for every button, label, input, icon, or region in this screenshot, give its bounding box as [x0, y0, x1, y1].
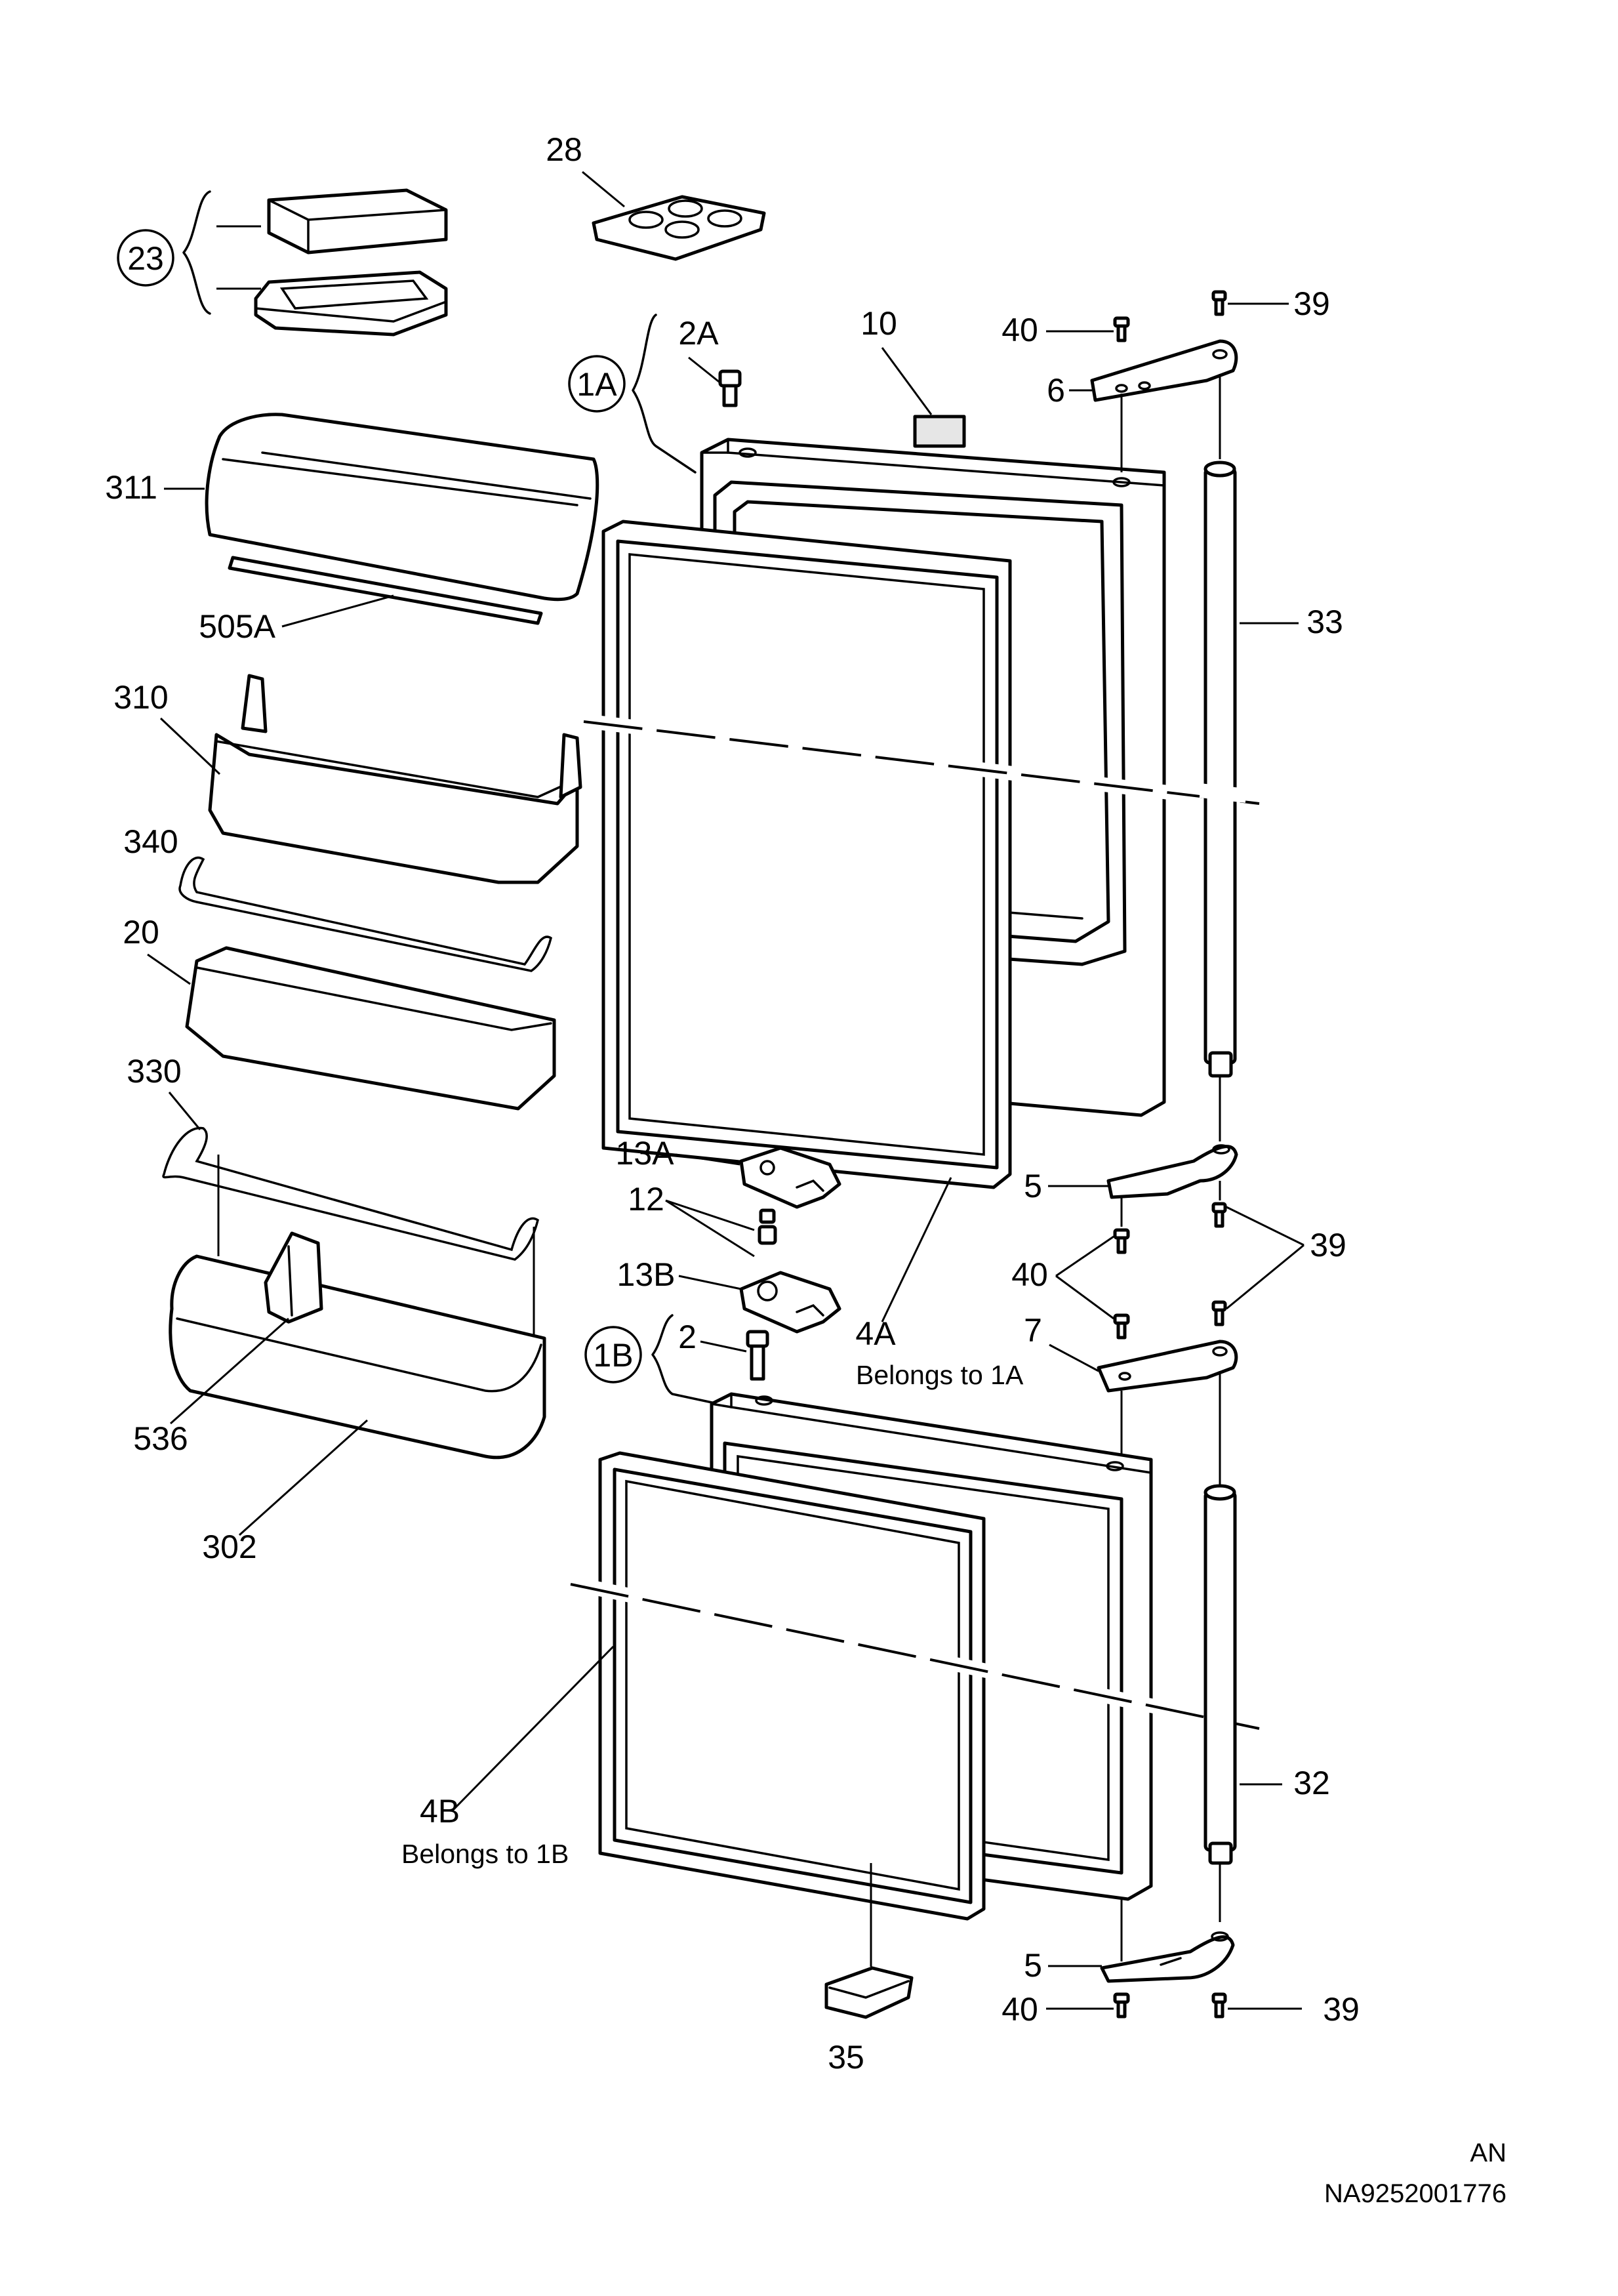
label-536: 536	[133, 1420, 188, 1457]
part-302-bottle-shelf	[169, 1254, 546, 1460]
label-505A: 505A	[199, 608, 275, 645]
part-310-door-shelf	[208, 674, 582, 884]
label-2: 2	[678, 1319, 697, 1355]
part-6-top-hinge	[1090, 339, 1238, 402]
part-39-screw-bottom	[1211, 1992, 1227, 2019]
part-13B-hinge-bracket	[739, 1271, 841, 1334]
label-39-mid: 39	[1310, 1227, 1346, 1263]
brace-1B	[651, 1314, 719, 1405]
label-6: 6	[1047, 372, 1065, 409]
brace-23	[182, 190, 211, 315]
part-2-screw	[746, 1330, 769, 1381]
callout-circle-23	[117, 229, 174, 287]
label-32: 32	[1293, 1765, 1330, 1801]
label-40-mid: 40	[1011, 1256, 1048, 1293]
part-7-middle-hinge	[1097, 1340, 1238, 1393]
part-330-wire-rail	[162, 1126, 539, 1261]
part-40-screw-top	[1113, 316, 1130, 342]
part-28-egg-tray	[592, 195, 766, 261]
part-12-bushing	[758, 1208, 777, 1245]
part-40-screw-bottom	[1113, 1992, 1130, 2019]
label-340: 340	[123, 823, 178, 860]
brace-1A	[632, 314, 697, 474]
part-340-wire-rail	[178, 856, 552, 972]
label-4B: 4B	[420, 1793, 460, 1830]
part-536-divider	[264, 1231, 323, 1324]
part-39-screw-mid-a	[1211, 1202, 1227, 1228]
label-20: 20	[123, 914, 159, 951]
part-5-mid-hinge	[1106, 1144, 1238, 1199]
footer-code-2: NA9252001776	[1324, 2179, 1507, 2208]
label-1A: 1A	[576, 366, 617, 403]
label-310: 310	[113, 679, 168, 716]
part-40-screw-mid-b	[1113, 1313, 1130, 1340]
label-311: 311	[105, 469, 157, 506]
part-311-dairy-flap	[205, 413, 599, 602]
label-12: 12	[628, 1181, 664, 1218]
part-35-cover-cap	[824, 1966, 914, 2019]
part-4B-lower-gasket	[598, 1451, 986, 1921]
part-2A-screw	[718, 369, 742, 407]
part-5-bottom-hinge	[1100, 1931, 1235, 1983]
part-40-screw-mid-a	[1113, 1228, 1130, 1254]
break-line-upper	[583, 720, 1260, 805]
footer-code-1: AN	[1470, 2139, 1507, 2167]
part-32-lower-cover	[1203, 1484, 1237, 1865]
label-39-top: 39	[1293, 285, 1330, 322]
part-505A-strip	[228, 556, 543, 625]
label-13A: 13A	[616, 1135, 675, 1172]
label-28: 28	[546, 131, 582, 168]
label-5-bot: 5	[1024, 1947, 1042, 1984]
part-39-screw-mid-b	[1211, 1300, 1227, 1326]
label-35: 35	[828, 2039, 864, 2076]
part-4A-upper-gasket	[601, 520, 1012, 1189]
callout-circle-1A	[568, 355, 626, 413]
label-40-bot: 40	[1001, 1991, 1038, 2028]
label-330: 330	[127, 1053, 181, 1090]
label-7: 7	[1024, 1312, 1042, 1349]
break-line-lower	[570, 1583, 1260, 1730]
part-33-upper-cover	[1203, 461, 1237, 1078]
label-33: 33	[1306, 604, 1343, 640]
part-39-screw-top	[1211, 290, 1227, 316]
label-4A: 4A	[855, 1315, 896, 1352]
label-4B-note: Belongs to 1B	[401, 1839, 569, 1869]
label-302: 302	[202, 1528, 256, 1565]
part-10-label-plate	[913, 415, 966, 448]
part-13A-hinge-bracket	[739, 1146, 841, 1209]
label-23: 23	[127, 240, 164, 277]
part-23-butter-compartment	[254, 188, 448, 337]
label-39-bot: 39	[1323, 1991, 1360, 2028]
part-20-door-shelf	[185, 946, 556, 1111]
label-2A: 2A	[678, 315, 719, 352]
callout-circle-1B	[584, 1326, 642, 1384]
label-40-top: 40	[1001, 312, 1038, 348]
label-4A-note: Belongs to 1A	[856, 1360, 1024, 1390]
label-1B: 1B	[593, 1337, 633, 1374]
label-5-mid: 5	[1024, 1168, 1042, 1204]
label-10: 10	[860, 305, 897, 342]
label-13B: 13B	[617, 1256, 676, 1293]
